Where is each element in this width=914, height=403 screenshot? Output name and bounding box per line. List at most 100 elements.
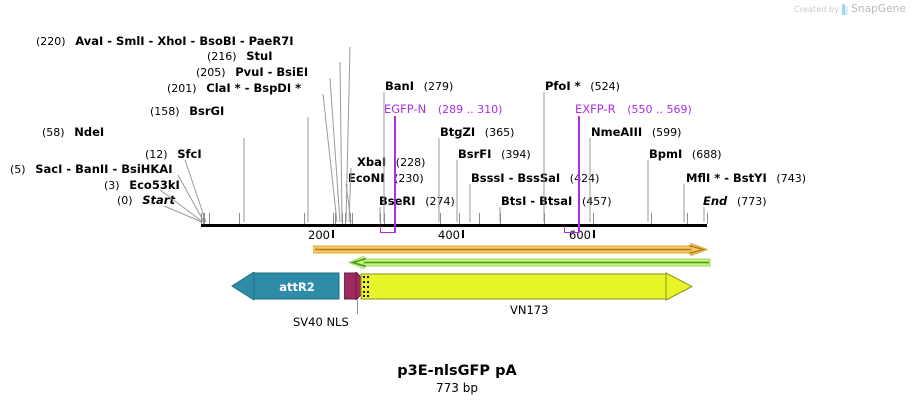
enzyme-position: (0) — [117, 194, 133, 207]
enzyme-position: (524) — [590, 80, 620, 93]
primer-name: EGFP-N — [384, 102, 427, 116]
page-title: p3E-nlsGFP pA — [397, 363, 517, 379]
enzyme-label-mfli-group[interactable]: MflI * - BstYI (743) — [686, 172, 806, 185]
ruler-tick-400 — [462, 230, 464, 238]
enzyme-name: BsrGI — [189, 104, 225, 118]
enzyme-name: BsssI - BssSaI — [471, 171, 561, 185]
enzyme-name: PfoI * — [545, 79, 581, 93]
enzyme-label-bani[interactable]: BanI (279) — [385, 80, 453, 93]
feature-vn173-label: VN173 — [510, 303, 549, 317]
enzyme-name: NmeAIII — [591, 125, 643, 139]
enzyme-label-clai-group[interactable]: (201) ClaI * - BspDI * — [167, 82, 301, 95]
cut-site-hashmark — [304, 213, 306, 224]
enzyme-label-bpmi[interactable]: BpmI (688) — [649, 148, 722, 161]
cut-site-hashmark — [332, 213, 334, 224]
enzyme-name: PvuI - BsiEI — [235, 65, 309, 79]
enzyme-name: EcoNI — [348, 171, 385, 185]
snapgene-leaf-icon — [842, 3, 849, 15]
enzyme-position: (394) — [501, 148, 531, 161]
enzyme-label-xbai[interactable]: XbaI (228) — [357, 156, 425, 169]
sv40-nls-leader-line — [357, 300, 358, 314]
enzyme-position: (599) — [651, 126, 682, 139]
enzyme-name: BseRI — [379, 194, 416, 208]
cut-site-hashmark — [707, 213, 708, 224]
feature-sv40-nls-label: SV40 NLS — [293, 315, 349, 329]
ruler-tick-200 — [332, 230, 334, 238]
cut-site-hashmark — [239, 213, 240, 224]
enzyme-name: XbaI — [357, 155, 387, 169]
enzyme-name: SacI - BanII - BsiHKAI — [35, 162, 173, 176]
enzyme-label-end[interactable]: End (773) — [703, 195, 767, 208]
plasmid-backbone[interactable] — [201, 224, 707, 229]
enzyme-name: StuI — [246, 49, 273, 63]
enzyme-position: (228) — [395, 156, 426, 169]
enzyme-position: (274) — [425, 195, 455, 208]
enzyme-label-bsssi-group[interactable]: BsssI - BssSaI (424) — [471, 172, 599, 185]
primer-range: (550 .. 569) — [627, 103, 692, 116]
ruler-label-400: 400 — [438, 228, 460, 242]
enzyme-position: (158) — [150, 105, 180, 118]
enzyme-label-avai-group[interactable]: (220) AvaI - SmlI - XhoI - BsoBI - PaeR7… — [36, 35, 294, 48]
enzyme-label-ndei[interactable]: (58) NdeI — [42, 126, 104, 139]
enzyme-position: (230) — [394, 172, 424, 185]
cut-site-hashmark — [345, 213, 346, 224]
cut-site-hashmark — [203, 213, 204, 224]
enzyme-position: (3) — [104, 179, 120, 192]
enzyme-name: BsrFI — [458, 147, 492, 161]
ruler-label-600: 600 — [569, 228, 591, 242]
enzyme-position: (12) — [145, 148, 168, 161]
enzyme-position: (216) — [207, 50, 237, 63]
enzyme-label-sfci[interactable]: (12) SfcI — [145, 148, 202, 161]
enzyme-position: (424) — [569, 172, 600, 185]
enzyme-label-pfoi[interactable]: PfoI * (524) — [545, 80, 620, 93]
enzyme-position: (743) — [776, 172, 807, 185]
enzyme-label-nmeaiii[interactable]: NmeAIII (599) — [591, 126, 681, 139]
primer-label-egfp-n[interactable]: EGFP-N (289 .. 310) — [384, 103, 502, 116]
cut-site-hashmark — [383, 213, 385, 224]
primer-range: (289 .. 310) — [437, 103, 503, 116]
watermark-brand: SnapGene — [851, 3, 906, 15]
enzyme-name: SfcI — [177, 147, 202, 161]
primer-marker-egfp-n-bracket — [380, 226, 395, 233]
cut-site-hashmark — [439, 213, 441, 224]
enzyme-position: (773) — [736, 195, 767, 208]
enzyme-position: (58) — [42, 126, 65, 139]
watermark-prefix: Created by — [794, 4, 840, 14]
primer-marker-egfp-n-line — [394, 116, 396, 233]
enzyme-name: ClaI * - BspDI * — [206, 81, 302, 95]
enzyme-position: (5) — [10, 163, 26, 176]
cut-site-hashmark — [335, 213, 337, 224]
cut-site-hashmark — [458, 213, 460, 224]
enzyme-label-stui[interactable]: (216) StuI — [207, 50, 273, 63]
feature-attr2-label: attR2 — [279, 280, 315, 294]
ruler-label-200: 200 — [308, 228, 330, 242]
enzyme-position: (205) — [196, 66, 226, 79]
enzyme-label-bsrgi[interactable]: (158) BsrGI — [150, 105, 224, 118]
feature-vn173[interactable] — [360, 272, 694, 301]
primer-marker-exfp-r-line — [578, 116, 580, 233]
enzyme-label-btsi-group[interactable]: BtsI - BtsaI (457) — [501, 195, 612, 208]
orf-arrow-orange[interactable] — [313, 243, 711, 257]
enzyme-label-saci-group[interactable]: (5) SacI - BanII - BsiHKAI — [10, 163, 173, 176]
enzyme-name: BpmI — [649, 147, 683, 161]
enzyme-label-pvui-group[interactable]: (205) PvuI - BsiEI — [196, 66, 308, 79]
enzyme-position: (201) — [167, 82, 197, 95]
primer-label-exfp-r[interactable]: EXFP-R (550 .. 569) — [575, 103, 692, 116]
feature-attr2[interactable]: attR2 — [231, 272, 341, 300]
cut-site-hashmark — [350, 213, 352, 224]
cut-site-hashmark — [500, 213, 502, 224]
enzyme-name: NdeI — [74, 125, 105, 139]
enzyme-label-btgzi[interactable]: BtgZI (365) — [440, 126, 514, 139]
cut-site-hashmark — [380, 213, 382, 224]
enzyme-label-bseri[interactable]: BseRI (274) — [379, 195, 455, 208]
enzyme-name: BanI — [385, 79, 414, 93]
primer-name: EXFP-R — [575, 102, 616, 116]
enzyme-name: BtsI - BtsaI — [501, 194, 573, 208]
enzyme-name: AvaI - SmlI - XhoI - BsoBI - PaeR7I — [75, 34, 294, 48]
enzyme-label-start[interactable]: (0) Start — [117, 194, 175, 207]
cut-site-hashmark — [208, 213, 210, 224]
orf-arrow-green[interactable] — [348, 256, 712, 270]
enzyme-label-eco53ki[interactable]: (3) Eco53kI — [104, 179, 180, 192]
enzyme-label-econi[interactable]: EcoNI (230) — [348, 172, 424, 185]
enzyme-label-bsrfi[interactable]: BsrFI (394) — [458, 148, 531, 161]
